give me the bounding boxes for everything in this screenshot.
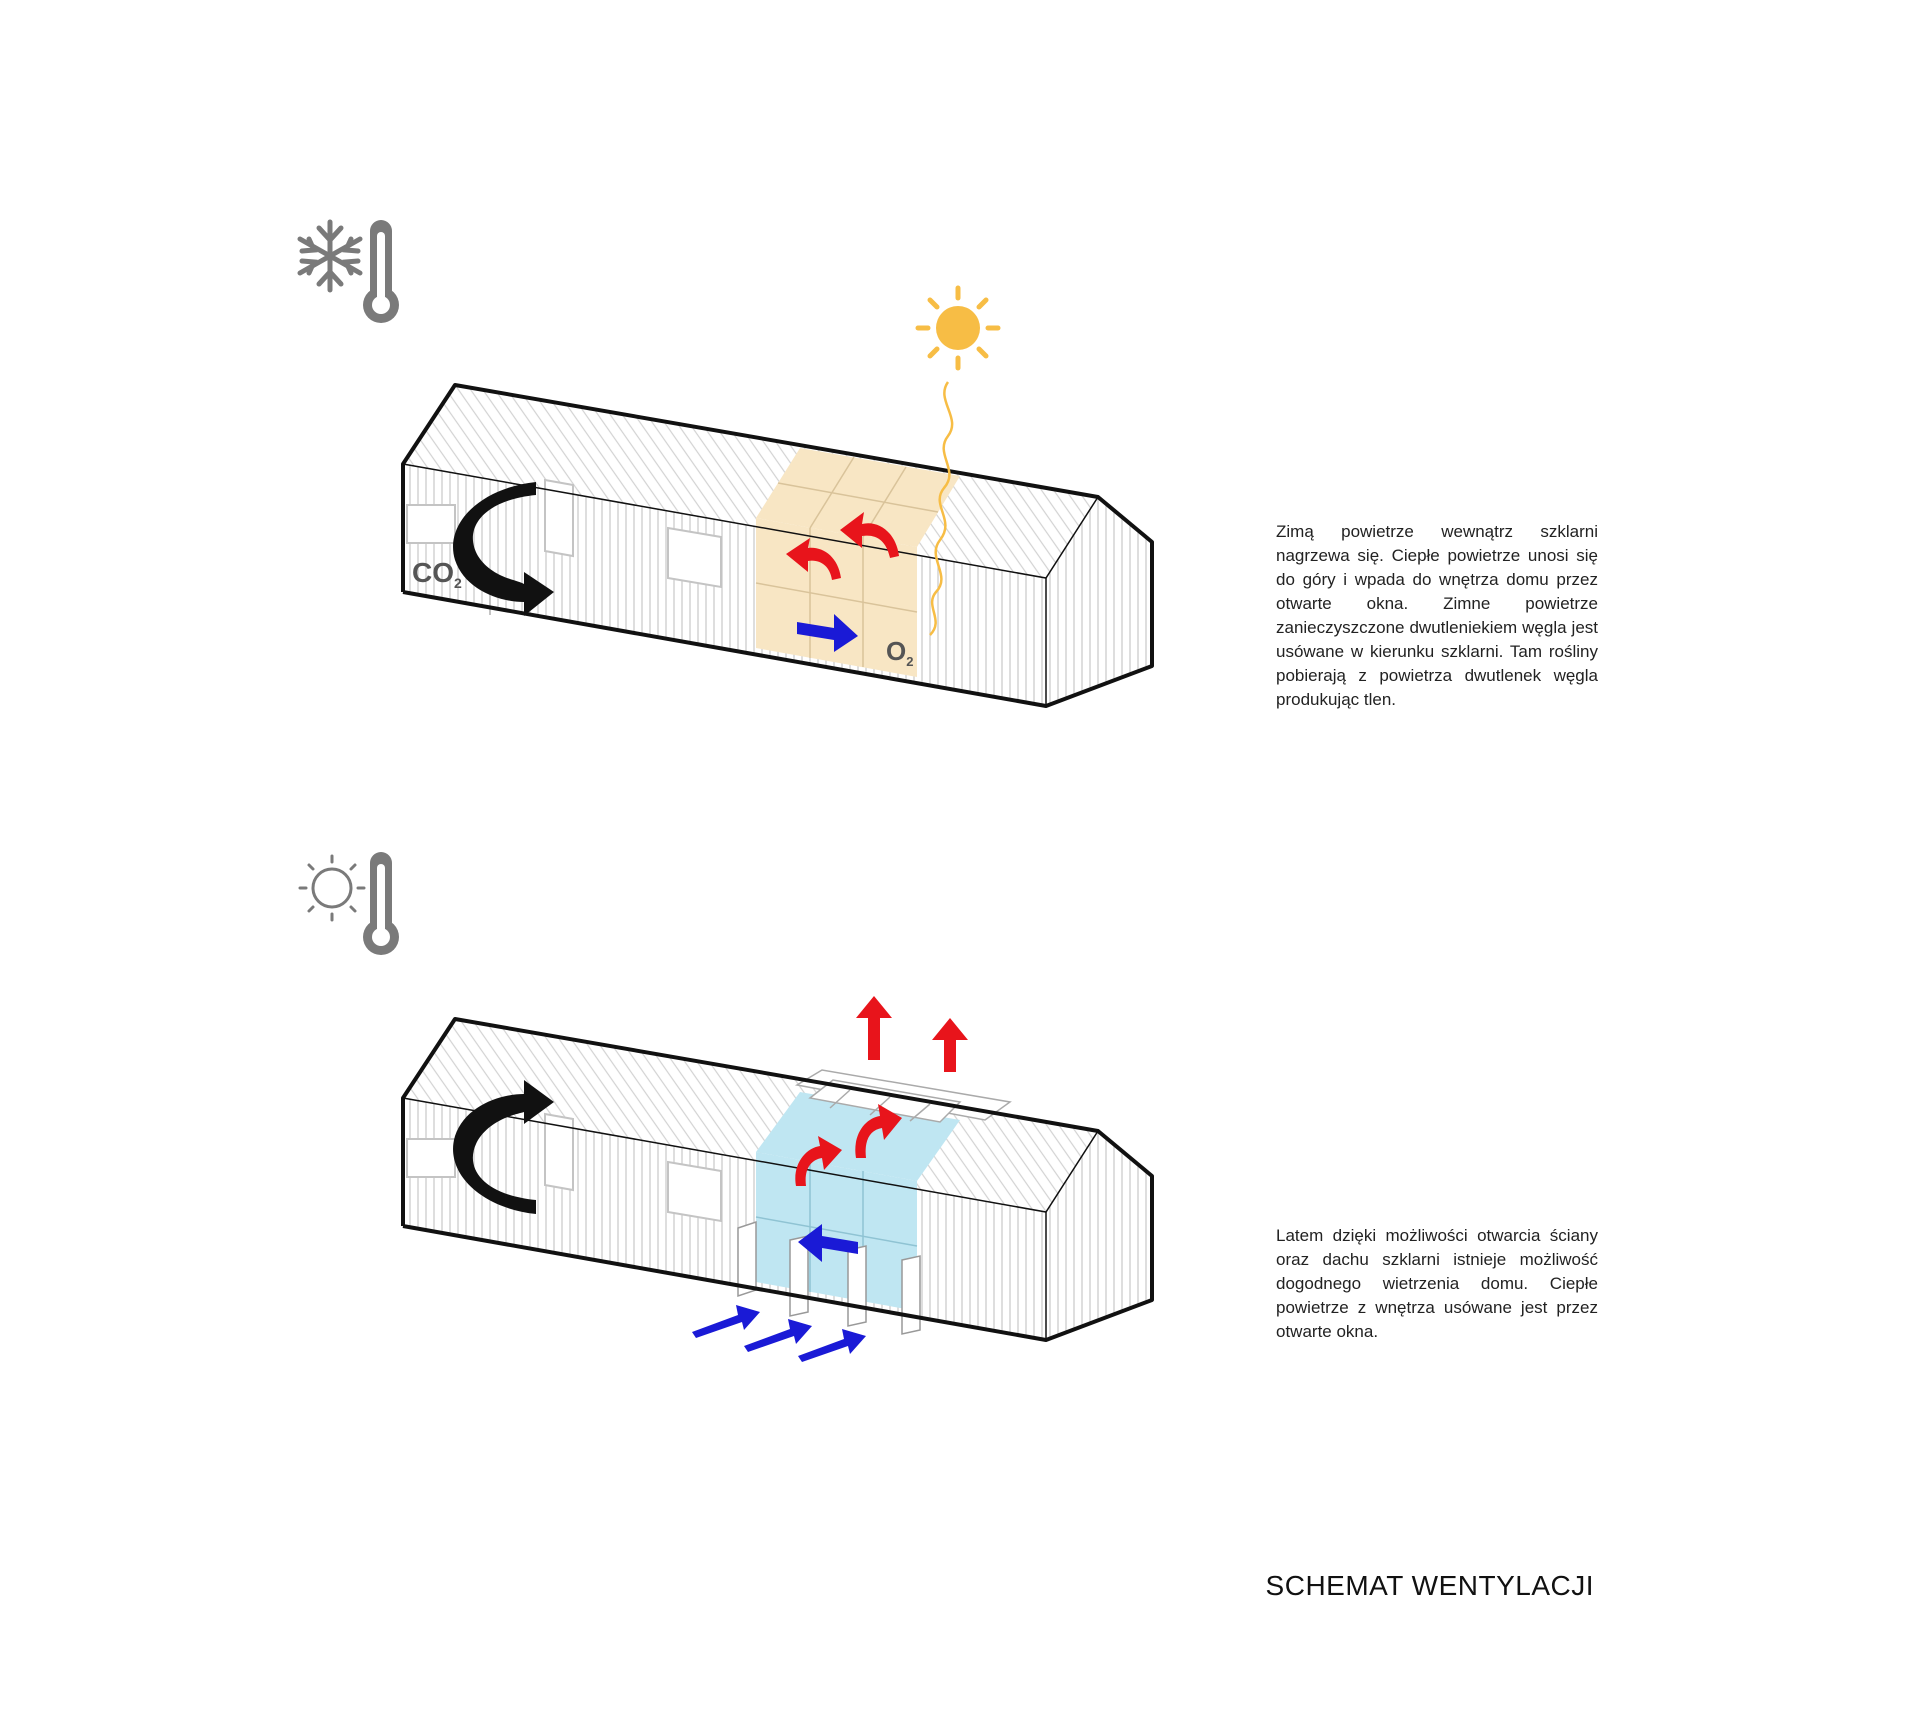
outside-air-arrow bbox=[744, 1319, 812, 1352]
outside-air-arrow bbox=[692, 1305, 760, 1338]
summer-house bbox=[401, 1017, 1154, 1342]
sun-outline-icon bbox=[298, 854, 366, 922]
winter-house bbox=[401, 383, 1154, 708]
outside-air-arrow bbox=[798, 1329, 866, 1362]
summer-icons bbox=[298, 852, 399, 955]
sunlight-ray bbox=[929, 381, 954, 636]
warm-air-arrow bbox=[840, 512, 899, 558]
co2-label: CO2 bbox=[412, 557, 462, 591]
warm-air-arrow bbox=[795, 1136, 842, 1186]
summer-arrows bbox=[453, 996, 968, 1362]
diagram-title: SCHEMAT WENTYLACJI bbox=[1265, 1570, 1594, 1601]
cool-air-arrow bbox=[797, 614, 858, 652]
sun-icon bbox=[936, 306, 980, 350]
winter-icons bbox=[297, 219, 399, 323]
thermometer-icon bbox=[363, 220, 399, 323]
warm-air-arrow bbox=[932, 1018, 968, 1072]
warm-air-arrow bbox=[856, 996, 892, 1060]
summer-description: Latem dzięki możliwości otwarcia ściany … bbox=[1276, 1226, 1598, 1341]
winter-arrows bbox=[453, 482, 899, 652]
snowflake-icon bbox=[297, 219, 363, 293]
o2-label: O2 bbox=[886, 636, 913, 669]
cool-air-arrow bbox=[798, 1224, 858, 1262]
winter-sun bbox=[915, 285, 1001, 636]
thermometer-icon bbox=[363, 852, 399, 955]
winter-description: Zimą powietrze wewnątrz szklarni nagrzew… bbox=[1276, 522, 1598, 709]
circulation-arrow bbox=[453, 1080, 554, 1214]
circulation-arrow bbox=[453, 482, 554, 616]
warm-air-arrow bbox=[855, 1104, 902, 1158]
warm-air-arrow bbox=[786, 538, 841, 580]
